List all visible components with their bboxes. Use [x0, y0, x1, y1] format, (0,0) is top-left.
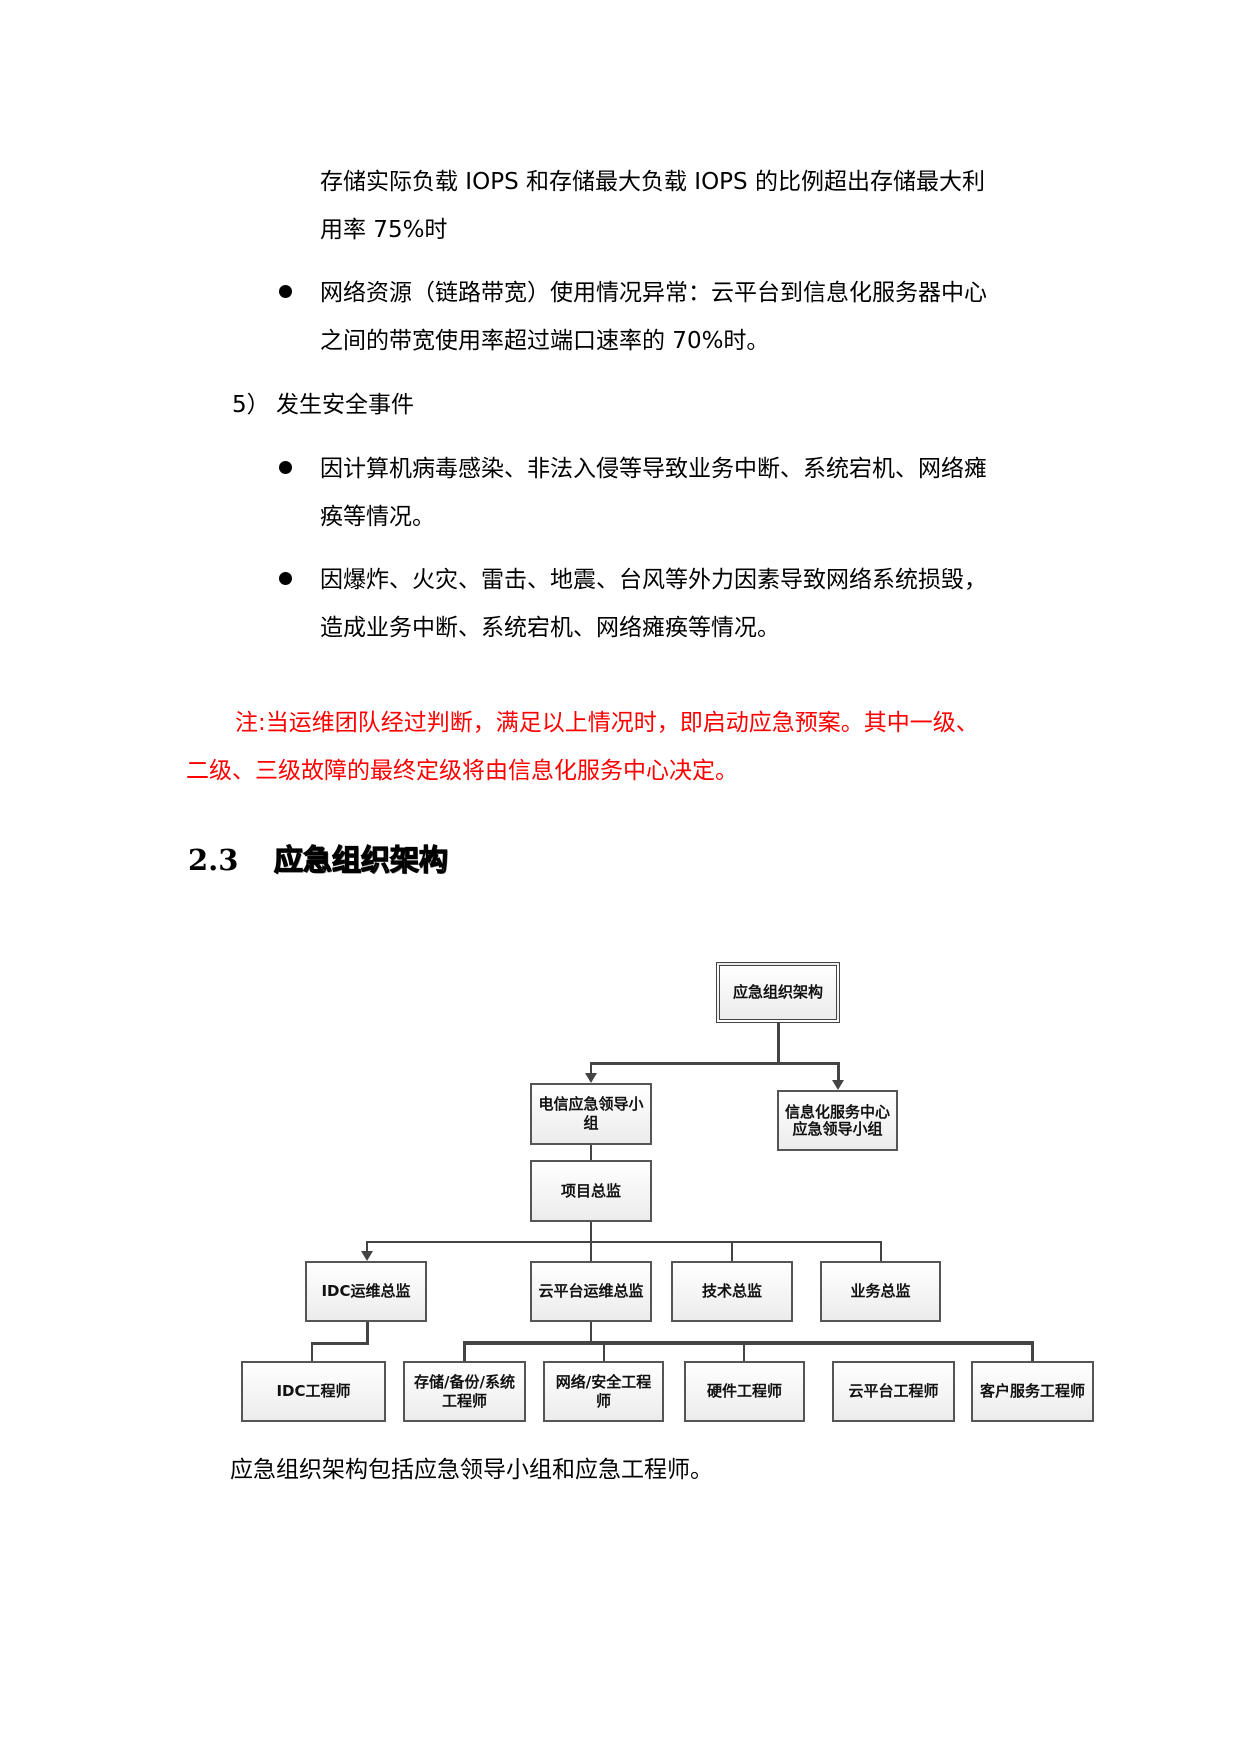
- connector: [731, 1241, 733, 1261]
- paragraph-line: 用率 75%时: [320, 217, 448, 243]
- org-node-hardware-engineer: 硬件工程师: [684, 1361, 805, 1422]
- connector: [590, 1145, 592, 1160]
- connector: [366, 1241, 368, 1253]
- bullet-text: 网络资源（链路带宽）使用情况异常：云平台到信息化服务器中心: [320, 280, 987, 306]
- list-item-label: 发生安全事件: [276, 392, 414, 418]
- connector: [1031, 1341, 1034, 1361]
- connector: [590, 1062, 840, 1065]
- list-number: 5）: [232, 392, 270, 418]
- connector: [880, 1241, 882, 1261]
- connector: [311, 1342, 313, 1361]
- org-node-telecom-leadership: 电信应急领导小组: [530, 1083, 652, 1145]
- org-node-cloud-ops-director: 云平台运维总监: [530, 1261, 652, 1322]
- connector: [366, 1322, 369, 1344]
- connector: [590, 1322, 592, 1343]
- bullet-icon: [279, 461, 292, 474]
- org-node-tech-director: 技术总监: [671, 1261, 793, 1322]
- connector: [311, 1342, 369, 1345]
- paragraph-line: 存储实际负载 IOPS 和存储最大负载 IOPS 的比例超出存储最大利: [320, 169, 985, 195]
- org-node-network-security-engineer: 网络/安全工程师: [543, 1361, 664, 1422]
- org-node-info-center-leadership: 信息化服务中心应急领导小组: [777, 1090, 898, 1151]
- connector: [837, 1062, 840, 1080]
- connector: [463, 1341, 466, 1361]
- bullet-icon: [279, 572, 292, 585]
- org-node-project-director: 项目总监: [530, 1160, 652, 1222]
- org-node-business-director: 业务总监: [820, 1261, 941, 1322]
- bullet-icon: [279, 285, 292, 298]
- org-node-idc-ops-director: IDC运维总监: [305, 1261, 427, 1322]
- note-text: 注:当运维团队经过判断，满足以上情况时，即启动应急预案。其中一级、: [235, 710, 979, 736]
- arrow-down-icon: [832, 1080, 844, 1090]
- section-title: 应急组织架构: [273, 842, 449, 877]
- connector: [366, 1241, 882, 1243]
- bullet-text: 造成业务中断、系统宕机、网络瘫痪等情况。: [320, 615, 780, 641]
- bullet-text: 因计算机病毒感染、非法入侵等导致业务中断、系统宕机、网络瘫: [320, 456, 987, 482]
- summary-text: 应急组织架构包括应急领导小组和应急工程师。: [230, 1457, 713, 1483]
- arrow-down-icon: [585, 1073, 597, 1083]
- org-node-idc-engineer: IDC工程师: [241, 1361, 386, 1422]
- org-node-root: 应急组织架构: [716, 962, 840, 1023]
- bullet-text: 因爆炸、火灾、雷击、地震、台风等外力因素导致网络系统损毁，: [320, 567, 987, 593]
- note-text: 二级、三级故障的最终定级将由信息化服务中心决定。: [186, 758, 738, 784]
- connector: [777, 1023, 780, 1064]
- connector: [590, 1062, 592, 1076]
- connector: [743, 1341, 745, 1361]
- connector: [603, 1341, 605, 1361]
- org-node-storage-engineer: 存储/备份/系统工程师: [403, 1361, 526, 1422]
- bullet-text: 痪等情况。: [320, 504, 435, 530]
- arrow-down-icon: [361, 1251, 373, 1261]
- org-node-cloud-engineer: 云平台工程师: [832, 1361, 955, 1422]
- section-number: 2.3: [188, 843, 239, 877]
- connector: [463, 1341, 1034, 1345]
- org-node-customer-service-engineer: 客户服务工程师: [971, 1361, 1094, 1422]
- bullet-text: 之间的带宽使用率超过端口速率的 70%时。: [320, 328, 770, 354]
